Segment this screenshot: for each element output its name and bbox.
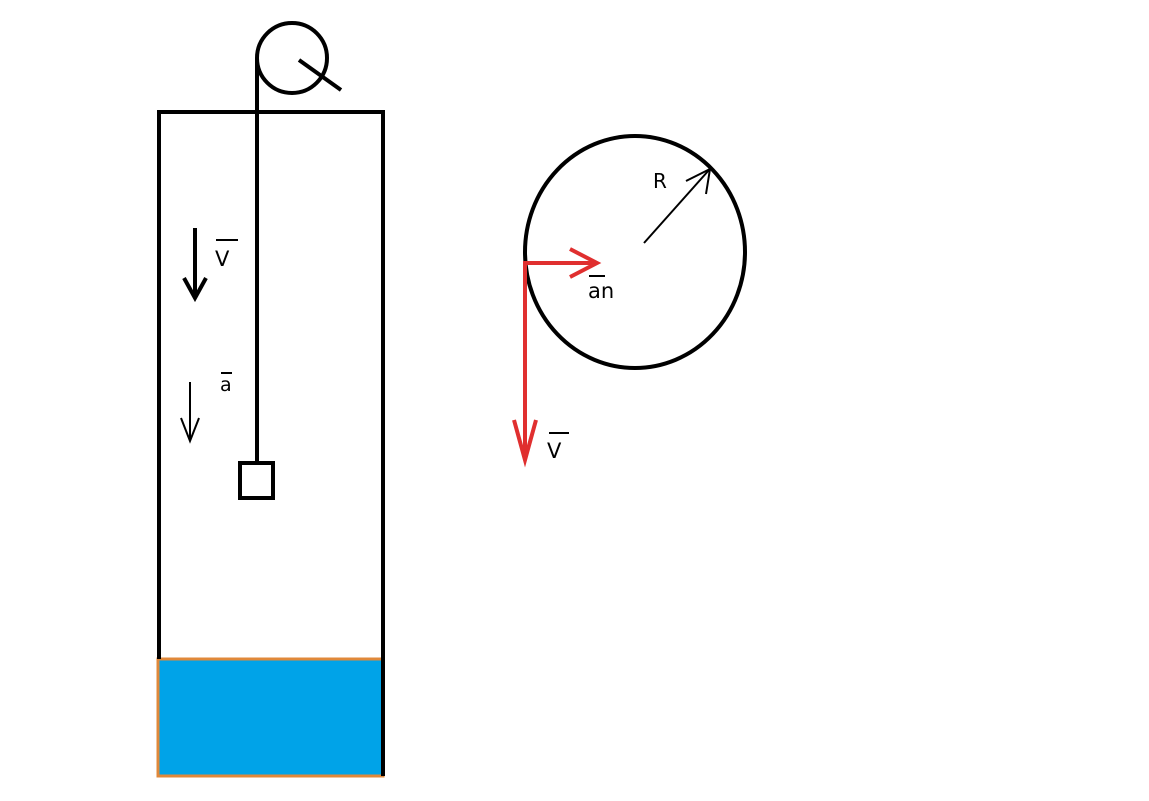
normal-acceleration-arrow (525, 247, 602, 279)
pulley-wheel (255, 21, 329, 95)
circle-figure: R an V (512, 134, 747, 468)
normal-acceleration-label: an (588, 279, 614, 303)
shaft-walls (157, 110, 385, 776)
circle-velocity-arrow (512, 261, 538, 468)
radius-arrow (643, 167, 712, 244)
shaft-velocity-label: V (215, 247, 230, 271)
radius-label: R (653, 169, 667, 193)
shaft-acceleration-arrow (180, 382, 200, 444)
trajectory-circle (523, 134, 747, 370)
shaft-figure: V a (156, 21, 385, 778)
shaft-velocity-arrow (182, 228, 208, 303)
pulley-handle (297, 58, 343, 92)
hanging-weight (238, 461, 275, 500)
water-pool (156, 657, 385, 778)
circle-velocity-label: V (547, 439, 562, 463)
shaft-acceleration-label: a (220, 374, 232, 396)
